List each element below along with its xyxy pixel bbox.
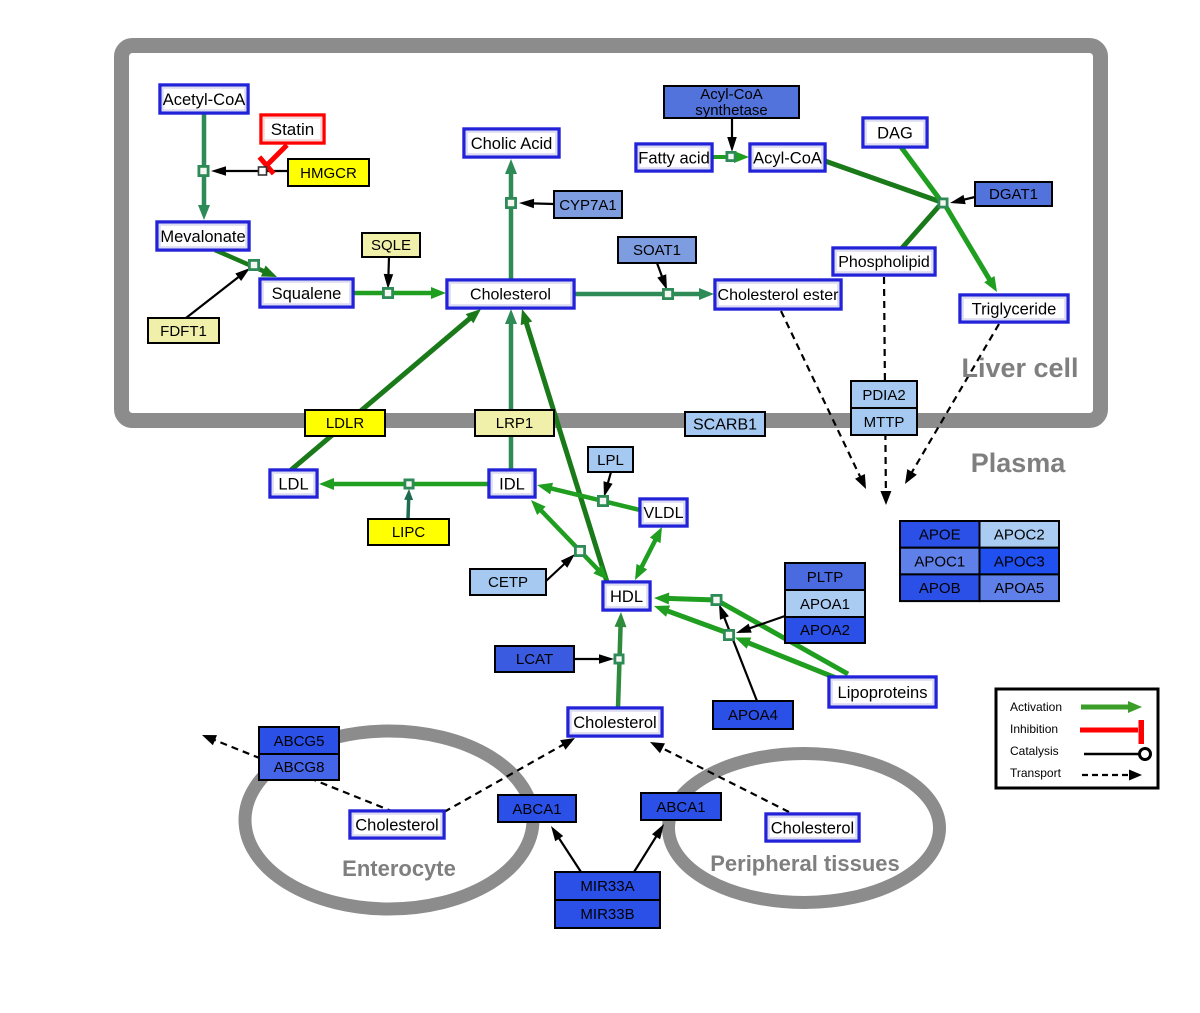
svg-text:Statin: Statin: [271, 120, 314, 139]
svg-text:Activation: Activation: [1010, 700, 1062, 714]
svg-text:HMGCR: HMGCR: [300, 165, 357, 182]
svg-text:Cholesterol ester: Cholesterol ester: [718, 287, 840, 304]
svg-text:Cholic Acid: Cholic Acid: [471, 135, 553, 153]
svg-text:DAG: DAG: [877, 124, 913, 142]
svg-text:Acetyl-CoA: Acetyl-CoA: [163, 91, 246, 109]
svg-text:MIR33B: MIR33B: [580, 906, 634, 923]
svg-text:APOA2: APOA2: [800, 622, 850, 639]
svg-text:LRP1: LRP1: [496, 415, 534, 432]
svg-text:CETP: CETP: [488, 574, 528, 591]
svg-text:FDFT1: FDFT1: [160, 323, 207, 340]
svg-text:Acyl-CoA: Acyl-CoA: [753, 149, 822, 167]
svg-text:Liver cell: Liver cell: [961, 353, 1078, 383]
svg-text:APOC1: APOC1: [914, 553, 965, 570]
svg-text:APOE: APOE: [919, 527, 961, 544]
svg-text:Inhibition: Inhibition: [1010, 722, 1058, 736]
svg-text:LDLR: LDLR: [326, 415, 365, 432]
svg-text:Acyl-CoA: Acyl-CoA: [700, 86, 763, 103]
svg-text:LDL: LDL: [278, 475, 308, 493]
svg-text:Enterocyte: Enterocyte: [342, 856, 456, 881]
svg-text:ABCG8: ABCG8: [274, 759, 325, 776]
svg-text:VLDL: VLDL: [643, 505, 683, 522]
svg-text:CYP7A1: CYP7A1: [559, 197, 617, 214]
svg-text:HDL: HDL: [610, 588, 643, 606]
svg-text:SOAT1: SOAT1: [633, 242, 681, 259]
svg-text:APOA1: APOA1: [800, 596, 850, 613]
svg-text:ABCA1: ABCA1: [512, 801, 561, 818]
svg-text:Fatty acid: Fatty acid: [638, 149, 710, 167]
svg-text:Triglyceride: Triglyceride: [972, 300, 1057, 318]
svg-text:MIR33A: MIR33A: [580, 878, 634, 895]
svg-text:SQLE: SQLE: [371, 237, 411, 254]
svg-text:APOC2: APOC2: [994, 527, 1045, 544]
svg-text:PLTP: PLTP: [807, 569, 843, 586]
svg-text:APOC3: APOC3: [994, 553, 1045, 570]
svg-text:Cholesterol: Cholesterol: [771, 819, 854, 837]
svg-text:Catalysis: Catalysis: [1010, 744, 1059, 758]
svg-text:LPL: LPL: [597, 452, 624, 469]
svg-text:LIPC: LIPC: [392, 524, 426, 541]
svg-text:Plasma: Plasma: [971, 448, 1067, 478]
svg-text:Mevalonate: Mevalonate: [160, 228, 245, 246]
svg-text:APOB: APOB: [919, 580, 961, 597]
svg-text:Cholesterol: Cholesterol: [470, 287, 551, 304]
svg-text:LCAT: LCAT: [516, 651, 553, 668]
svg-text:synthetase: synthetase: [695, 102, 768, 119]
svg-text:Peripheral tissues: Peripheral tissues: [710, 851, 900, 876]
svg-text:Transport: Transport: [1010, 766, 1062, 780]
svg-text:Squalene: Squalene: [272, 285, 342, 303]
svg-text:Phospholipid: Phospholipid: [838, 254, 930, 271]
svg-text:SCARB1: SCARB1: [693, 417, 757, 434]
svg-text:IDL: IDL: [499, 475, 525, 493]
svg-text:DGAT1: DGAT1: [989, 186, 1038, 203]
svg-text:APOA4: APOA4: [728, 707, 778, 724]
svg-text:PDIA2: PDIA2: [862, 387, 905, 404]
svg-text:Cholesterol: Cholesterol: [355, 816, 438, 834]
svg-text:ABCA1: ABCA1: [656, 799, 705, 816]
svg-text:ABCG5: ABCG5: [274, 733, 325, 750]
svg-text:Lipoproteins: Lipoproteins: [838, 684, 928, 702]
svg-text:MTTP: MTTP: [864, 414, 905, 431]
svg-text:Cholesterol: Cholesterol: [573, 714, 656, 732]
svg-text:APOA5: APOA5: [994, 580, 1044, 597]
